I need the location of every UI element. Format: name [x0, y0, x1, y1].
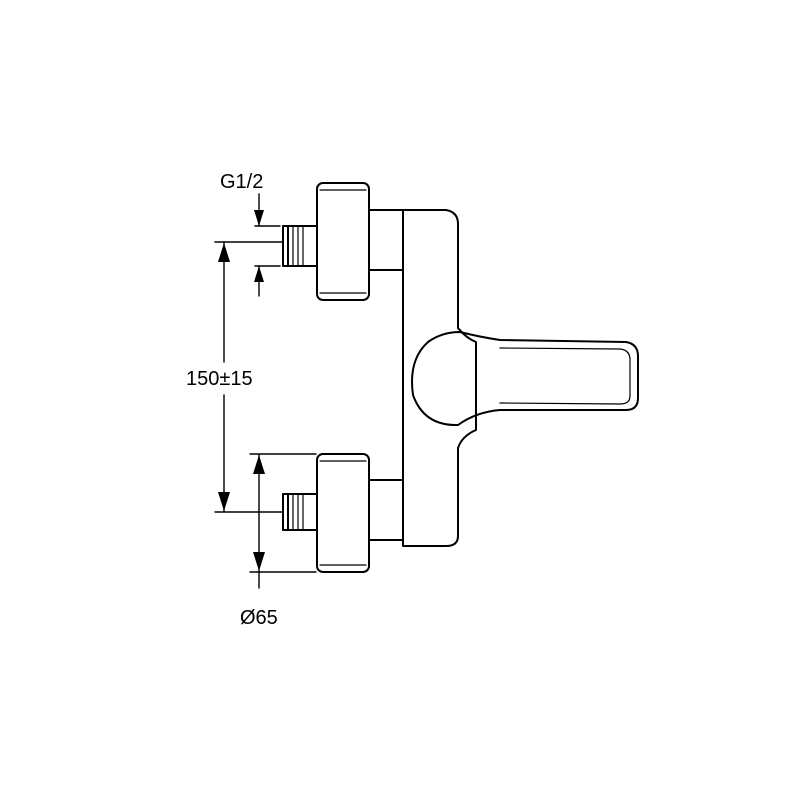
upper-thread-connector — [282, 225, 318, 267]
spacing-label: 150±15 — [186, 368, 253, 390]
upper-eccentric-arm — [368, 209, 404, 271]
lower-eccentric-arm — [368, 479, 404, 541]
upper-escutcheon — [316, 182, 370, 301]
thread-dimension — [254, 193, 281, 297]
lower-thread-connector — [282, 493, 318, 531]
lower-escutcheon — [316, 453, 370, 573]
spacing-dimension — [214, 241, 283, 513]
thread-size-label: G1/2 — [220, 171, 264, 193]
diameter-label: Ø65 — [240, 607, 278, 629]
mixer-body — [402, 209, 477, 547]
lever-handle — [411, 331, 639, 427]
diameter-dimension — [249, 453, 317, 589]
